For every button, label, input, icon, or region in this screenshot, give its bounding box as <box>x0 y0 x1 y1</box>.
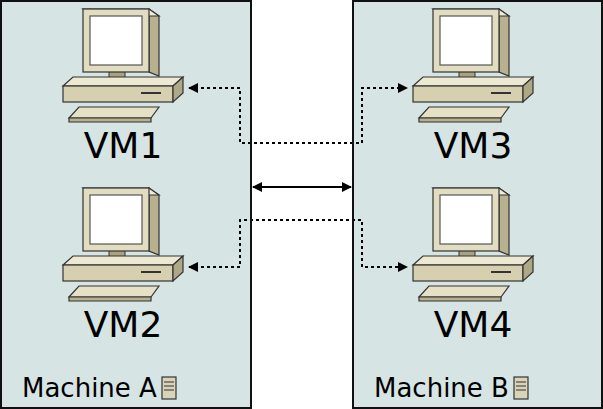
vm-node: VM1 <box>58 6 188 168</box>
machine-box: Machine A VM1VM2 <box>0 0 252 409</box>
vm-link <box>189 88 407 143</box>
vm-node: VM4 <box>408 185 538 347</box>
computer-icon <box>61 6 186 124</box>
vm-link <box>189 220 407 267</box>
machine-name: Machine B <box>374 371 509 405</box>
vm-name: VM3 <box>434 124 513 168</box>
machine-ground <box>352 0 603 409</box>
link-arrow <box>253 186 351 188</box>
computer-icon <box>61 185 186 303</box>
vm-name: VM1 <box>84 124 163 168</box>
server-icon <box>513 376 529 400</box>
machine-name: Machine A <box>22 371 157 405</box>
machine-box: Machine B VM3VM4 <box>352 0 603 409</box>
machine-label: Machine B <box>374 371 529 405</box>
computer-icon <box>411 6 536 124</box>
computer-icon <box>411 185 536 303</box>
machine-ground <box>0 0 252 409</box>
vm-name: VM4 <box>434 303 513 347</box>
vm-name: VM2 <box>84 303 163 347</box>
server-icon <box>161 376 177 400</box>
vm-node: VM2 <box>58 185 188 347</box>
machine-label: Machine A <box>22 371 177 405</box>
vm-node: VM3 <box>408 6 538 168</box>
